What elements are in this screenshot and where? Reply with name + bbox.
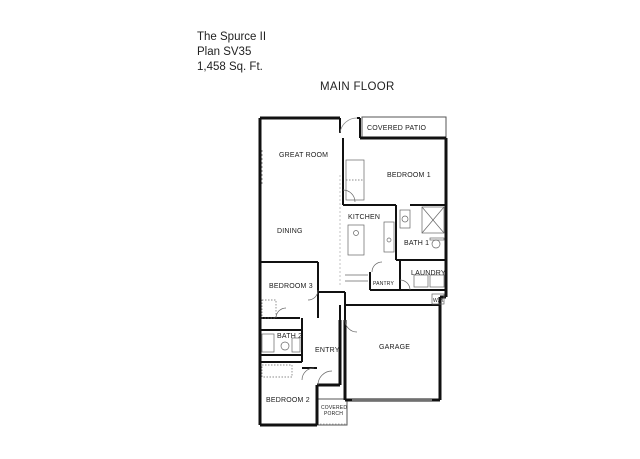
plan-info: The Spurce II Plan SV35 1,458 Sq. Ft. [197,30,266,75]
room-label-pantry: PANTRY [373,281,394,287]
plan-area: 1,458 Sq. Ft. [197,61,263,73]
room-label-garage: GARAGE [379,344,410,351]
room-label-dining: DINING [277,228,303,235]
room-label-bath1: BATH 1 [404,240,429,247]
plan-name: The Spurce II [197,31,267,43]
room-label-covered-porch-1: COVERED [321,405,347,411]
room-label-covered-patio: COVERED PATIO [367,125,426,132]
room-label-bedroom1: BEDROOM 1 [387,172,431,179]
room-label-bath2: BATH 2 [277,333,302,340]
fixtures [261,150,445,401]
room-label-great-room: GREAT ROOM [279,152,328,159]
room-label-kitchen: KITCHEN [348,214,380,221]
room-label-covered-porch-2: PORCH [324,411,343,417]
room-label-entry: ENTRY [315,347,340,354]
room-label-bedroom3: BEDROOM 3 [269,283,313,290]
room-label-bedroom2: BEDROOM 2 [266,397,310,404]
interior-walls [260,138,446,369]
room-label-wh: W.H. [433,298,445,304]
patio-door [339,117,361,138]
floor-title: MAIN FLOOR [320,81,395,93]
room-label-laundry: LAUNDRY [411,270,446,277]
plan-number: Plan SV35 [197,46,252,58]
